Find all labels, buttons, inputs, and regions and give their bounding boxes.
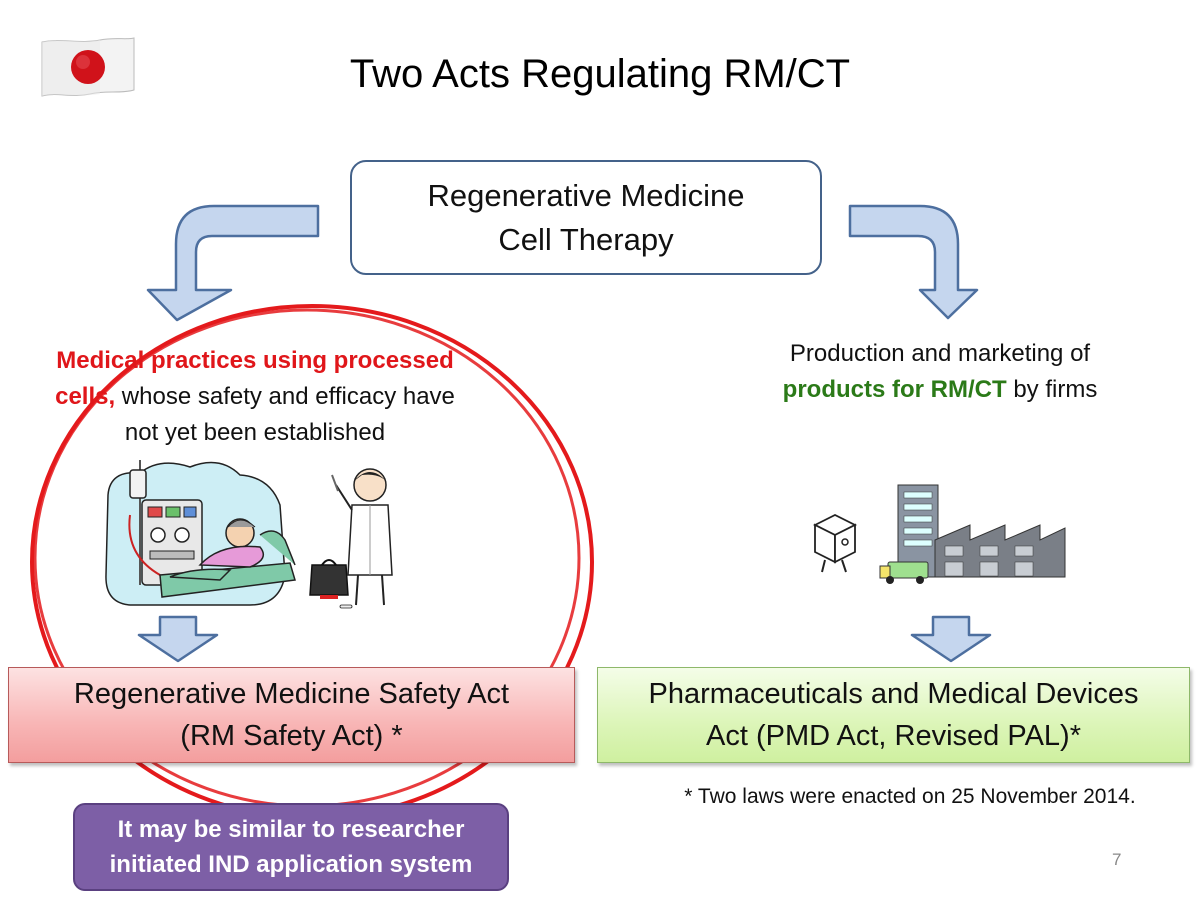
rmct-center-box: Regenerative Medicine Cell Therapy [350, 160, 822, 275]
left-desc-rest-b: not yet been established [124, 419, 386, 446]
callout-line1: It may be similar to researcher [117, 816, 465, 843]
right-act-line2: Act (PMD Act, Revised PAL)* [706, 720, 1081, 752]
left-desc-highlight-b: cells, [55, 383, 116, 410]
right-act-line1: Pharmaceuticals and Medical Devices [648, 678, 1139, 710]
right-bent-arrow [848, 204, 979, 320]
center-box-line1: Regenerative Medicine [427, 177, 745, 213]
right-desc-rest: by firms [1006, 376, 1098, 403]
left-desc-highlight-a: Medical practices using processed [56, 347, 454, 374]
left-description: Medical practices using processed cells,… [20, 343, 490, 451]
patient-dialysis-doctor-illustration [105, 460, 393, 609]
right-description: Production and marketing of products for… [740, 336, 1140, 408]
callout-line2: initiated IND application system [109, 851, 473, 878]
center-box-line2: Cell Therapy [498, 221, 674, 257]
right-desc-line1: Production and marketing of [789, 340, 1091, 367]
pmd-act-box: Pharmaceuticals and Medical Devices Act … [597, 667, 1190, 763]
right-desc-highlight: products for RM/CT [782, 376, 1007, 403]
page-title: Two Acts Regulating RM/CT [349, 52, 851, 96]
package-box-icon [812, 513, 858, 573]
left-bent-arrow [146, 204, 320, 322]
factory-building-illustration [812, 484, 1066, 584]
footnote: * Two laws were enacted on 25 November 2… [684, 785, 1136, 808]
right-down-arrow [910, 615, 992, 663]
left-act-line1: Regenerative Medicine Safety Act [73, 678, 510, 710]
left-act-line2: (RM Safety Act) * [180, 720, 403, 752]
page-number: 7 [1112, 850, 1122, 869]
left-desc-rest-a: whose safety and efficacy have [115, 383, 455, 410]
left-down-arrow [137, 615, 219, 663]
japan-flag-icon [41, 37, 135, 97]
rm-safety-act-box: Regenerative Medicine Safety Act (RM Saf… [8, 667, 575, 763]
ind-callout-box: It may be similar to researcher initiate… [73, 803, 509, 891]
